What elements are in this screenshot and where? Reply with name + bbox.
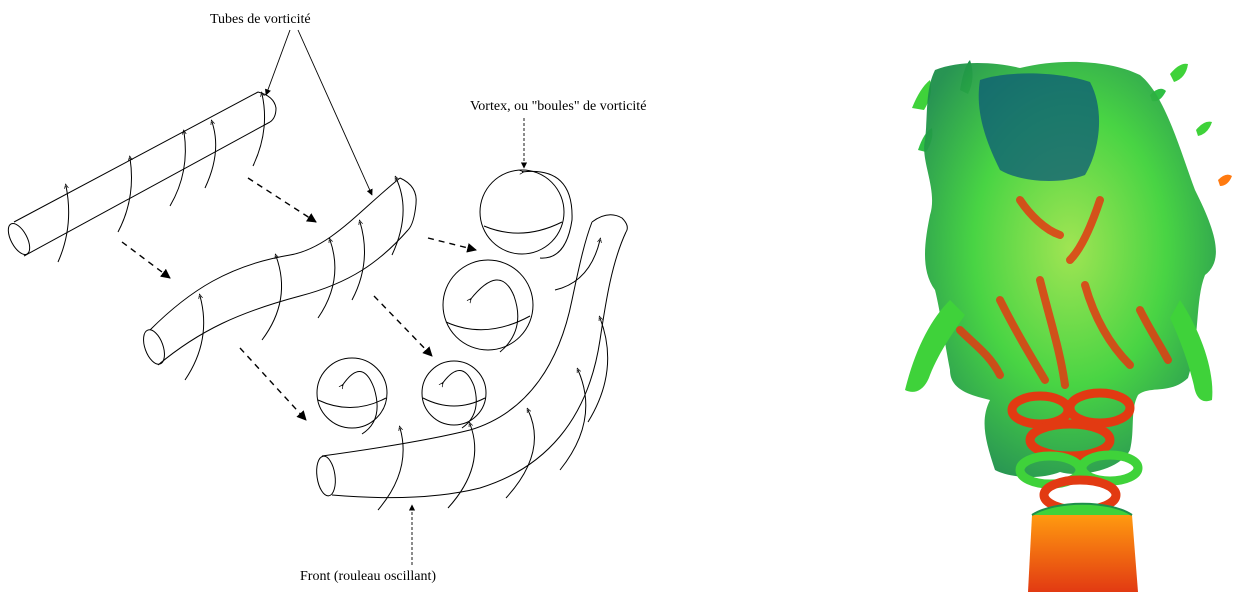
vortex-ball-small-right xyxy=(421,360,487,429)
vortex-balls xyxy=(316,169,573,435)
plume-simulation-image xyxy=(905,60,1232,592)
label-vortex: Vortex, ou "boules" de vorticité xyxy=(470,99,646,114)
plume-ring-vortices xyxy=(1007,388,1143,515)
vortex-ball-middle xyxy=(442,259,534,353)
vortex-ball-small-left xyxy=(316,357,388,435)
front-oscillating-roller xyxy=(316,214,628,511)
straight-vortex-tube xyxy=(7,92,277,263)
vortex-ball-top xyxy=(479,169,573,259)
evolution-arrows xyxy=(121,177,477,421)
leader-lines xyxy=(265,29,528,565)
label-front: Front (rouleau oscillant) xyxy=(300,569,436,584)
plume-nozzle xyxy=(1028,515,1138,592)
curved-vortex-tube xyxy=(143,178,417,381)
label-tubes: Tubes de vorticité xyxy=(210,12,311,27)
plume-hot-streaks xyxy=(956,196,1172,389)
